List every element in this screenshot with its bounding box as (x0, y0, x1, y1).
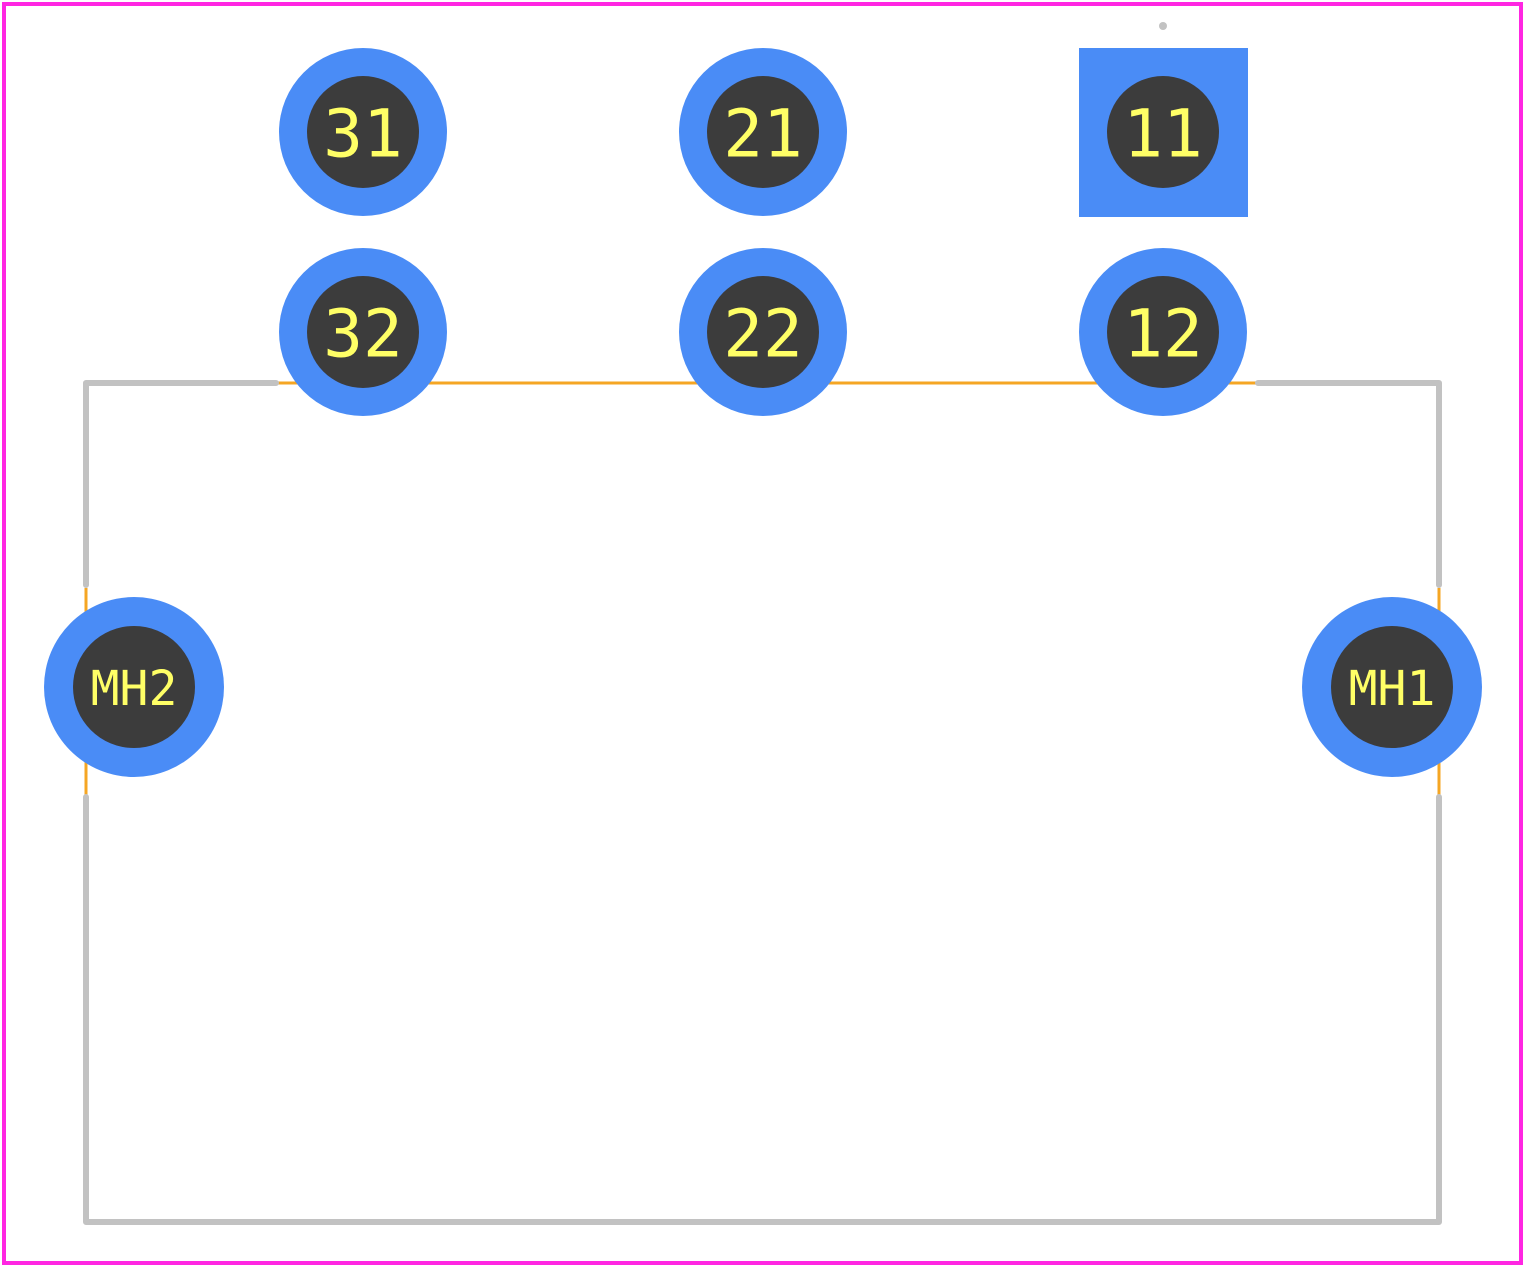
pad-11-label: 11 (1123, 96, 1202, 173)
pad-32[interactable]: 32 (279, 248, 447, 416)
pad-22[interactable]: 22 (679, 248, 847, 416)
pad-mh1[interactable]: MH1 (1302, 597, 1482, 777)
pad-mh1-drill (1331, 626, 1453, 748)
silkscreen-outline (83, 380, 1442, 1225)
pad-21-label: 21 (723, 96, 802, 173)
pad-21[interactable]: 21 (679, 48, 847, 216)
silkscreen-right-upper (1255, 380, 1442, 588)
pad-12-label: 12 (1123, 296, 1202, 373)
pad-21-drill (707, 76, 819, 188)
pad-mh1-label: MH1 (1349, 661, 1436, 717)
pad-12-drill (1107, 276, 1219, 388)
pad-22-label: 22 (723, 296, 802, 373)
pad-22-drill (707, 276, 819, 388)
silkscreen-bottom (83, 794, 1442, 1225)
pad-32-drill (307, 276, 419, 388)
pad-mh2[interactable]: MH2 (44, 597, 224, 777)
silkscreen-left-upper (83, 380, 279, 588)
pin1-marker-dot (1159, 22, 1167, 30)
fab-outline (84, 381, 1441, 795)
pad-31[interactable]: 31 (279, 48, 447, 216)
pad-31-label: 31 (323, 96, 402, 173)
pad-31-drill (307, 76, 419, 188)
pad-11-drill (1107, 76, 1219, 188)
pad-mh2-label: MH2 (91, 661, 178, 717)
pad-mh2-drill (73, 626, 195, 748)
pad-11[interactable]: 11 (1079, 48, 1248, 217)
pad-12[interactable]: 12 (1079, 248, 1247, 416)
pad-32-label: 32 (323, 296, 402, 373)
